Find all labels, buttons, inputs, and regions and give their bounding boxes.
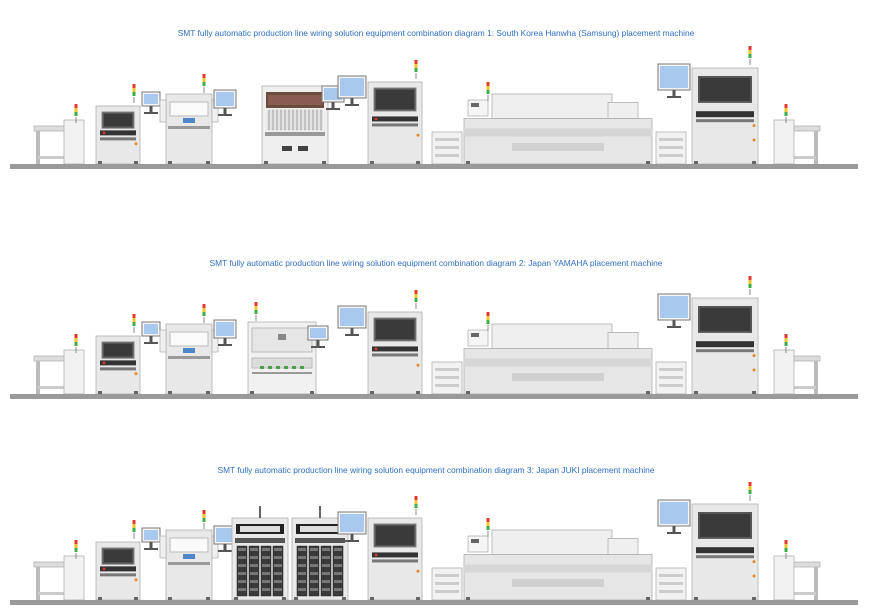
monitor-icon <box>337 511 367 542</box>
conveyor-unit <box>655 567 687 601</box>
conveyor-unit <box>655 361 687 395</box>
reflow-oven <box>463 82 653 165</box>
spi-machine <box>367 496 423 601</box>
signal-tower-icon <box>784 540 788 559</box>
monitor-icon <box>657 293 691 328</box>
signal-tower-icon <box>414 60 418 79</box>
conveyor-unit <box>431 567 463 601</box>
production-line-2 <box>10 276 858 399</box>
signal-tower-icon <box>486 518 490 537</box>
solder-paste-printer <box>159 510 219 601</box>
signal-tower-icon <box>74 334 78 353</box>
signal-tower-icon <box>748 482 752 501</box>
unloader-machine <box>773 540 821 601</box>
monitor-icon <box>141 527 161 550</box>
monitor-icon <box>213 319 237 346</box>
signal-tower-icon <box>132 520 136 539</box>
signal-tower-icon <box>132 84 136 103</box>
monitor-icon <box>141 321 161 344</box>
monitor-icon <box>657 63 691 98</box>
conveyor-unit <box>431 361 463 395</box>
monitor-icon <box>337 75 367 106</box>
signal-tower-icon <box>486 82 490 101</box>
reflow-oven <box>463 518 653 601</box>
caption-2: SMT fully automatic production line wiri… <box>209 258 663 268</box>
signal-tower-icon <box>132 314 136 333</box>
monitor-icon <box>657 499 691 534</box>
signal-tower-icon <box>414 496 418 515</box>
loader-machine <box>33 540 85 601</box>
monitor-icon <box>141 91 161 114</box>
signal-tower-icon <box>784 334 788 353</box>
signal-tower-icon <box>254 302 258 321</box>
conveyor-unit <box>431 131 463 165</box>
board-buffer-machine <box>95 314 141 395</box>
loader-machine <box>33 104 85 165</box>
board-buffer-machine <box>95 520 141 601</box>
caption-1: SMT fully automatic production line wiri… <box>177 28 695 38</box>
caption-3: SMT fully automatic production line wiri… <box>217 465 655 475</box>
floor-line <box>10 164 858 169</box>
floor-line <box>10 600 858 605</box>
signal-tower-icon <box>748 276 752 295</box>
signal-tower-icon <box>74 104 78 123</box>
reflow-oven <box>463 312 653 395</box>
placement-machine-hanwha <box>261 85 345 165</box>
signal-tower-icon <box>74 540 78 559</box>
spi-machine <box>367 290 423 395</box>
monitor-icon <box>307 325 329 348</box>
production-line-1 <box>10 46 858 169</box>
signal-tower-icon <box>202 510 206 529</box>
board-buffer-machine <box>95 84 141 165</box>
solder-paste-printer <box>159 74 219 165</box>
monitor-icon <box>213 89 237 116</box>
aoi-machine <box>691 482 759 601</box>
signal-tower-icon <box>202 304 206 323</box>
signal-tower-icon <box>486 312 490 331</box>
spi-machine <box>367 60 423 165</box>
solder-paste-printer <box>159 304 219 395</box>
signal-tower-icon <box>748 46 752 65</box>
floor-line <box>10 394 858 399</box>
production-line-3 <box>10 482 858 605</box>
signal-tower-icon <box>414 290 418 309</box>
placement-machine-juki <box>231 506 289 601</box>
aoi-machine <box>691 276 759 395</box>
unloader-machine <box>773 334 821 395</box>
signal-tower-icon <box>784 104 788 123</box>
signal-tower-icon <box>202 74 206 93</box>
placement-machine-yamaha <box>247 302 329 395</box>
aoi-machine <box>691 46 759 165</box>
conveyor-unit <box>655 131 687 165</box>
unloader-machine <box>773 104 821 165</box>
loader-machine <box>33 334 85 395</box>
monitor-icon <box>337 305 367 336</box>
